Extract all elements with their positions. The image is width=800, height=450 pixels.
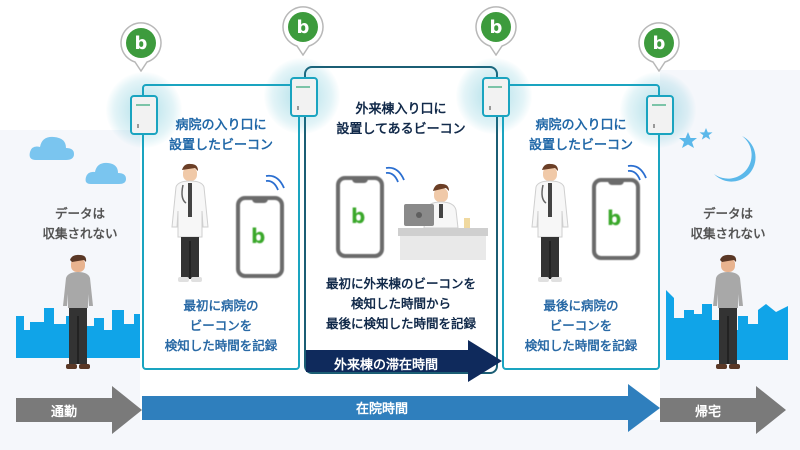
svg-text:b: b bbox=[135, 33, 148, 54]
returning-person-illustration bbox=[713, 254, 743, 369]
smartphone-icon: b bbox=[236, 196, 284, 278]
outpatient-title: 外来棟入り口に 設置してあるビーコン bbox=[336, 102, 466, 137]
outpatient-stay-arrow bbox=[306, 340, 502, 382]
svg-text:b: b bbox=[297, 17, 310, 38]
commute-label: 通勤 bbox=[50, 405, 77, 420]
city-skyline-right bbox=[666, 290, 788, 360]
beacon-app-pin-icon: b bbox=[120, 22, 162, 72]
outpatient-note: 最初に外来棟のビーコンを 検知した時間から 最後に検知した時間を記録 bbox=[325, 276, 476, 331]
beacon-app-pin-icon: b bbox=[282, 6, 324, 56]
hospital-exit-title: 病院の入り口に 設置したビーコン bbox=[528, 118, 633, 153]
bottom-background bbox=[0, 420, 800, 450]
signal-waves-icon bbox=[627, 164, 647, 181]
cloud-icon bbox=[29, 136, 75, 160]
beacon-device-icon bbox=[482, 77, 510, 117]
doctor-illustration bbox=[531, 163, 569, 282]
hospital-entry-note: 最初に病院の ビーコンを 検知した時間を記録 bbox=[164, 298, 278, 353]
commute-arrow bbox=[16, 386, 142, 434]
doctor-illustration bbox=[171, 163, 209, 282]
outpatient-stay-label: 外来棟の滞在時間 bbox=[333, 358, 438, 373]
beacon-device-icon bbox=[130, 95, 158, 135]
in-hospital-time-arrow bbox=[142, 384, 660, 432]
beacon-app-pin-icon: b bbox=[638, 22, 680, 72]
signal-waves-icon bbox=[265, 174, 285, 191]
beacon-app-pin-icon: b bbox=[475, 6, 517, 56]
svg-text:b: b bbox=[490, 17, 503, 38]
beacon-device-icon bbox=[646, 95, 674, 135]
in-hospital-time-label: 在院時間 bbox=[355, 402, 408, 417]
return-home-label: 帰宅 bbox=[694, 405, 721, 420]
commuter-person-illustration bbox=[63, 254, 93, 369]
return-home-arrow bbox=[660, 386, 786, 434]
signal-waves-icon bbox=[385, 166, 405, 183]
smartphone-icon: b bbox=[592, 178, 640, 260]
svg-text:b: b bbox=[653, 33, 666, 54]
hospital-exit-note: 最後に病院の ビーコンを 検知した時間を記録 bbox=[524, 298, 638, 353]
smartphone-icon: b bbox=[336, 176, 384, 258]
return-home-no-data-note: データは 収集されない bbox=[690, 206, 766, 241]
beacon-device-icon bbox=[290, 77, 318, 117]
cloud-icon bbox=[85, 162, 126, 184]
moon-and-stars-icon bbox=[679, 128, 756, 182]
commute-no-data-note: データは 収集されない bbox=[42, 206, 118, 241]
hospital-entry-title: 病院の入り口に 設置したビーコン bbox=[168, 118, 273, 153]
reception-desk-doctor-illustration bbox=[398, 183, 488, 260]
